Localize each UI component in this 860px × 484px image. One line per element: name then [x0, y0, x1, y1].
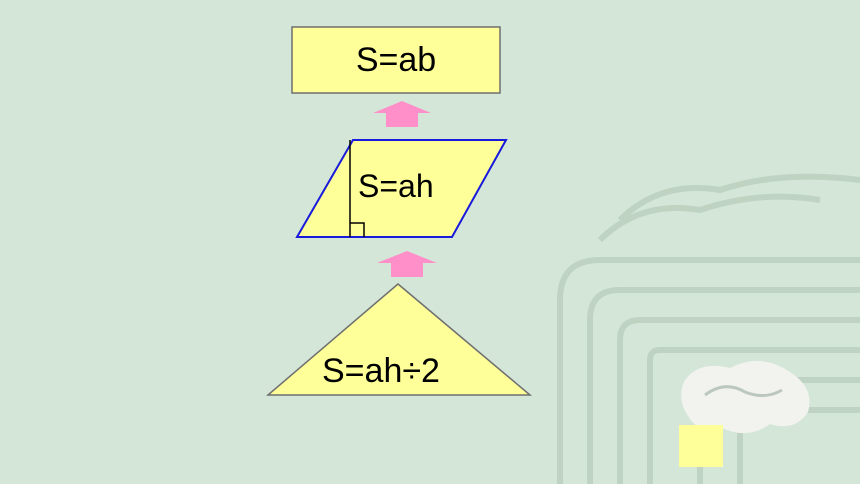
arrow-up-icon	[377, 251, 437, 277]
parallelogram-formula: S=ah	[358, 168, 434, 204]
triangle-formula: S=ah÷2	[322, 352, 440, 390]
triangle-shape	[265, 283, 533, 396]
right-angle-mark	[350, 222, 365, 237]
arrow-up-icon	[373, 101, 431, 127]
corner-square	[679, 425, 723, 467]
rectangle-shape	[291, 26, 501, 94]
dragon-emblem-icon	[681, 360, 810, 434]
rectangle-formula: S=ab	[355, 40, 437, 79]
